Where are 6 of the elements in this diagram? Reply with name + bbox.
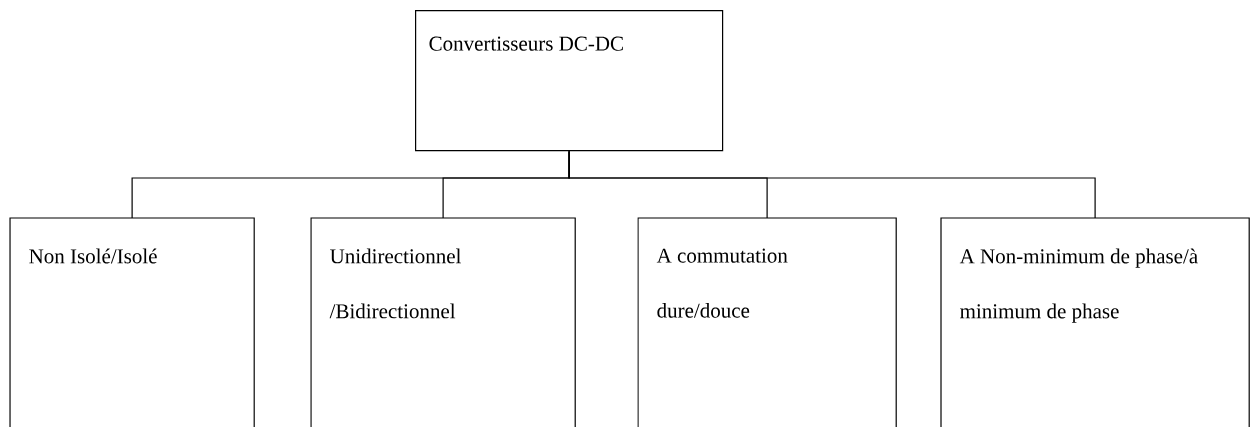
title-box: Convertisseurs DC-DC <box>415 10 724 152</box>
category-box: Unidirectionnel /Bidirectionnel <box>310 217 576 427</box>
category-box: A commutation dure/douce <box>637 217 897 427</box>
category-box: Non Isolé/Isolé <box>9 217 255 427</box>
category-box: A Non-minimum de phase/à minimum de phase <box>940 217 1250 427</box>
connector-line <box>568 150 1096 219</box>
